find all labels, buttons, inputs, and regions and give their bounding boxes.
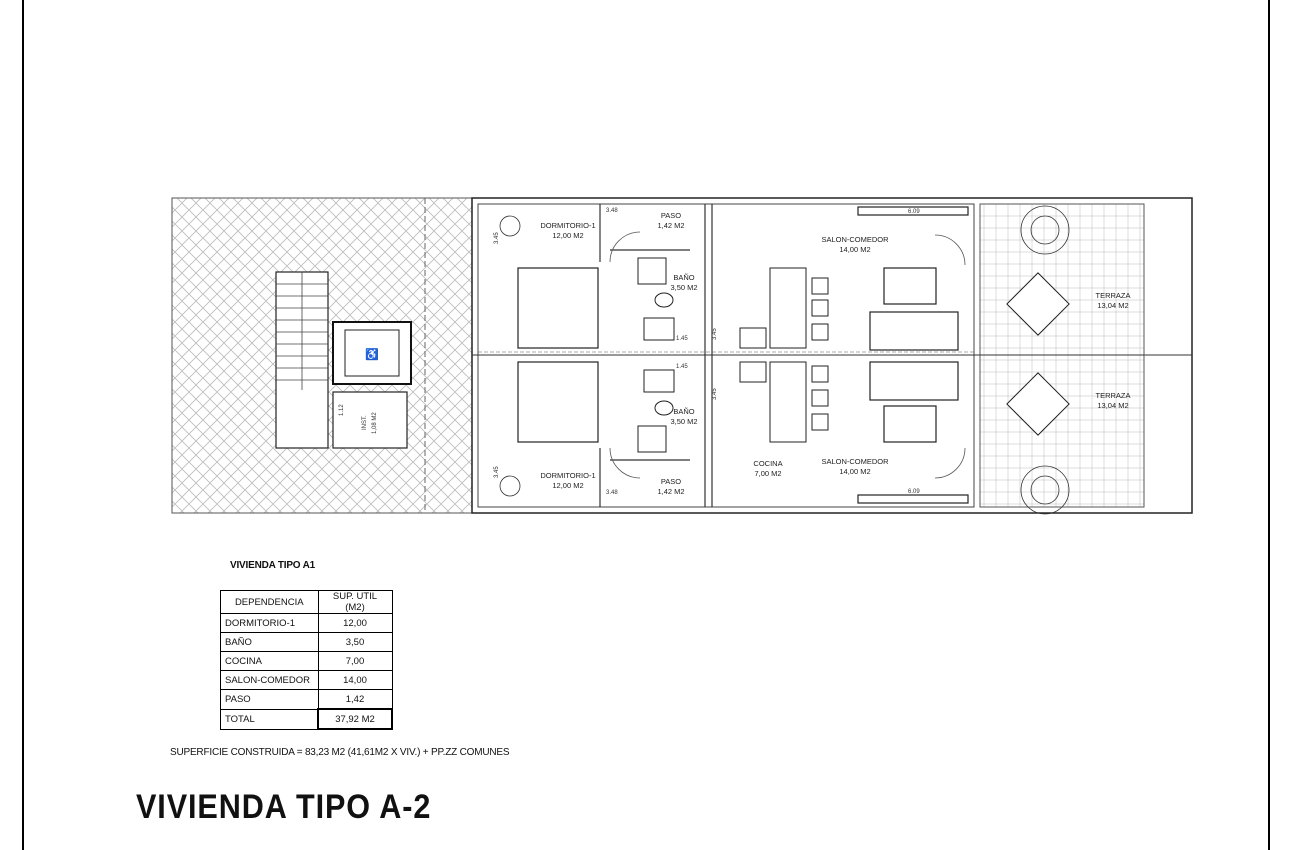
terrace-tables — [1006, 272, 1070, 436]
row-name: PASO — [220, 689, 319, 710]
total-value: 37,92 M2 — [317, 708, 393, 730]
label-terraza-lower: TERRAZA — [1095, 391, 1130, 400]
area-terraza-lower: 13,04 M2 — [1097, 401, 1128, 410]
bed-upper — [517, 267, 599, 349]
area-terraza-upper: 13,04 M2 — [1097, 301, 1128, 310]
table-row: PASO 1,42 — [220, 689, 393, 710]
table-total-row: TOTAL 37,92 M2 — [220, 708, 393, 730]
table-row: COCINA 7,00 — [220, 651, 393, 671]
row-name: COCINA — [220, 651, 319, 671]
dim-3-48-b: 3.48 — [606, 490, 618, 496]
label-dormitorio-upper: DORMITORIO-1 — [540, 221, 595, 230]
table-row: DORMITORIO-1 12,00 — [220, 613, 393, 633]
svg-text:♿: ♿ — [365, 348, 379, 361]
dim-3-48-a: 3.48 — [606, 208, 618, 214]
row-name: SALON-COMEDOR — [220, 670, 319, 690]
dim-3-45-c: 3.45 — [712, 328, 718, 340]
area-table: DEPENDENCIA SUP. UTIL (M2) DORMITORIO-1 … — [220, 590, 393, 730]
living-furniture — [857, 206, 969, 504]
dim-3-45-b: 3.45 — [494, 466, 500, 478]
table-row: BAÑO 3,50 — [220, 632, 393, 652]
sheet-title: VIVIENDA TIPO A-2 — [136, 788, 432, 826]
label-salon-lower: SALON-COMEDOR — [821, 457, 889, 466]
dim-1-45-a: 1.45 — [676, 336, 688, 342]
sheet-frame — [22, 0, 1270, 850]
dim-1-12: 1.12 — [339, 404, 345, 416]
label-salon-upper: SALON-COMEDOR — [821, 235, 889, 244]
built-area-note: SUPERFICIE CONSTRUIDA = 83,23 M2 (41,61M… — [170, 747, 510, 758]
inst-area: 1,08 M2 — [372, 412, 378, 434]
area-dormitorio-upper: 12,00 M2 — [552, 231, 583, 240]
inst-label: INST. — [362, 415, 368, 430]
area-bano-lower: 3,50 M2 — [670, 417, 697, 426]
label-bano-upper: BAÑO — [673, 273, 694, 282]
table-title: VIVIENDA TIPO A1 — [230, 560, 315, 571]
bed-lower — [517, 361, 599, 443]
row-value: 3,50 — [317, 632, 393, 652]
label-terraza-upper: TERRAZA — [1095, 291, 1130, 300]
dim-6-09-a: 6.09 — [908, 209, 920, 215]
dim-1-45-b: 1.45 — [676, 364, 688, 370]
label-paso-lower: PASO — [661, 477, 681, 486]
area-salon-upper: 14,00 M2 — [839, 245, 870, 254]
lift: ♿ — [332, 321, 412, 385]
row-value: 12,00 — [317, 613, 393, 633]
row-name: DORMITORIO-1 — [220, 613, 319, 633]
label-cocina-lower: COCINA — [753, 459, 782, 468]
area-bano-upper: 3,50 M2 — [670, 283, 697, 292]
plants — [499, 205, 1070, 515]
table-header-row: DEPENDENCIA SUP. UTIL (M2) — [220, 590, 393, 614]
label-bano-lower: BAÑO — [673, 407, 694, 416]
area-paso-upper: 1,42 M2 — [657, 221, 684, 230]
dim-3-45-d: 3.45 — [712, 388, 718, 400]
dim-3-45-a: 3.45 — [494, 232, 500, 244]
area-paso-lower: 1,42 M2 — [657, 487, 684, 496]
floor-plan: ♿ INST. 1,08 M2 1.12 — [171, 197, 1193, 515]
row-value: 1,42 — [317, 689, 393, 710]
label-paso-upper: PASO — [661, 211, 681, 220]
header-dependencia: DEPENDENCIA — [220, 590, 319, 614]
header-sup-util: SUP. UTIL (M2) — [317, 590, 393, 614]
total-label: TOTAL — [220, 708, 319, 730]
label-dormitorio-lower: DORMITORIO-1 — [540, 471, 595, 480]
row-value: 7,00 — [317, 651, 393, 671]
row-name: BAÑO — [220, 632, 319, 652]
inst-room: INST. 1,08 M2 1.12 — [332, 391, 408, 449]
area-cocina-lower: 7,00 M2 — [754, 469, 781, 478]
area-dormitorio-lower: 12,00 M2 — [552, 481, 583, 490]
dim-6-09-b: 6.09 — [908, 489, 920, 495]
table-row: SALON-COMEDOR 14,00 — [220, 670, 393, 690]
staircase — [275, 271, 329, 449]
kitchen-fixtures — [739, 267, 829, 443]
bathroom-fixtures — [637, 257, 675, 453]
area-salon-lower: 14,00 M2 — [839, 467, 870, 476]
row-value: 14,00 — [317, 670, 393, 690]
